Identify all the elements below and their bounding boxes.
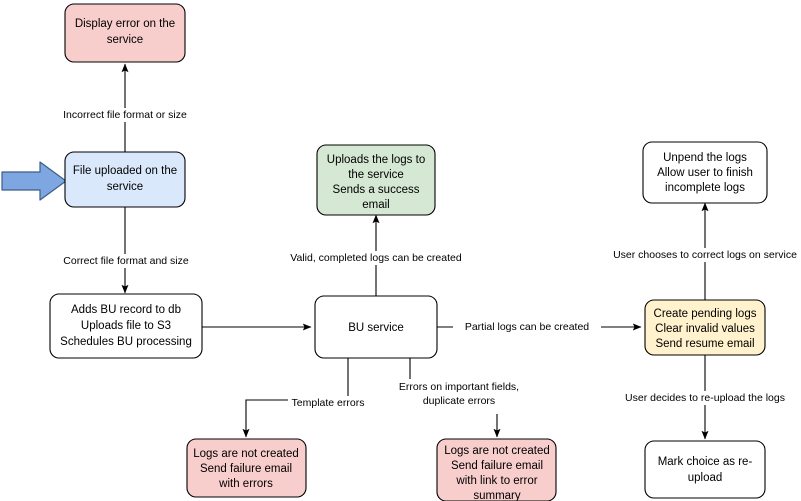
node-logs-not-created-summary-line1: Logs are not created — [444, 445, 550, 457]
node-bu-service[interactable]: BU service — [314, 295, 438, 359]
node-mark-choice-reupload[interactable]: Mark choice as re- upload — [644, 440, 766, 499]
label-bg-errors-fields-1 — [392, 380, 527, 394]
node-logs-not-created-summary-line2: Send failure email — [451, 460, 543, 472]
node-uploads-logs-line1: Uploads the logs to — [327, 154, 425, 166]
node-create-pending-logs-line3: Send resume email — [655, 338, 754, 350]
label-bg-user-corrects — [606, 248, 801, 262]
node-uploads-logs-line2: the service — [348, 169, 404, 181]
label-bg-template-errors — [288, 396, 368, 410]
edge-label-user-reuploads: User decides to re-upload the logs — [625, 392, 785, 404]
label-bg-incorrect-format — [54, 108, 197, 122]
label-bg-partial-logs — [453, 320, 601, 334]
edge-bu-service-to-logs-not-created-summary — [409, 358, 497, 437]
edge-label-correct-format: Correct file format and size — [63, 255, 189, 267]
node-adds-bu-record-line1: Adds BU record to db — [71, 304, 181, 316]
edge-label-errors-important-fields-line1: Errors on important fields, — [399, 381, 519, 393]
label-bg-user-reuploads — [618, 391, 792, 405]
node-logs-not-created-summary[interactable]: Logs are not created Send failure email … — [436, 438, 557, 501]
node-create-pending-logs[interactable]: Create pending logs Clear invalid values… — [644, 299, 766, 356]
node-logs-not-created-errors-line1: Logs are not created — [193, 448, 299, 460]
edge-label-incorrect-format: Incorrect file format or size — [63, 109, 187, 121]
node-adds-bu-record-line3: Schedules BU processing — [60, 336, 192, 348]
node-mark-choice-reupload-line1: Mark choice as re- — [658, 456, 753, 468]
node-logs-not-created-errors-line2: Send failure email — [200, 463, 292, 475]
node-unpend-logs-line1: Unpend the logs — [663, 152, 747, 164]
node-adds-bu-record-line2: Uploads file to S3 — [81, 320, 171, 332]
node-file-uploaded-line2: service — [107, 181, 143, 193]
node-file-uploaded-line1: File uploaded on the — [73, 165, 177, 177]
node-create-pending-logs-line1: Create pending logs — [654, 308, 757, 320]
input-block-arrow — [1, 161, 67, 201]
node-logs-not-created-errors-line3: with errors — [218, 478, 273, 490]
node-logs-not-created-summary-line3: with link to error — [455, 475, 537, 487]
node-logs-not-created-errors[interactable]: Logs are not created Send failure email … — [186, 438, 307, 498]
node-bu-service-label: BU service — [348, 322, 404, 334]
edge-label-errors-important-fields-line2: duplicate errors — [423, 395, 495, 407]
node-mark-choice-reupload-line2: upload — [688, 472, 723, 484]
node-create-pending-logs-line2: Clear invalid values — [655, 323, 755, 335]
node-uploads-logs-line4: email — [362, 199, 389, 211]
label-bg-valid-completed — [283, 251, 469, 265]
edge-label-user-corrects: User chooses to correct logs on service — [613, 249, 797, 261]
node-unpend-logs-line2: Allow user to finish — [657, 167, 753, 179]
node-display-error-line2: service — [107, 34, 143, 46]
edge-label-partial-logs: Partial logs can be created — [465, 321, 589, 333]
edge-label-valid-completed: Valid, completed logs can be created — [290, 252, 462, 264]
node-unpend-logs[interactable]: Unpend the logs Allow user to finish inc… — [642, 141, 768, 204]
label-bg-correct-format — [56, 254, 196, 268]
label-bg-errors-fields-2 — [412, 394, 507, 408]
node-unpend-logs-line3: incomplete logs — [665, 182, 745, 194]
edge-label-template-errors: Template errors — [292, 397, 365, 409]
node-file-uploaded[interactable]: File uploaded on the service — [64, 151, 186, 208]
node-display-error-line1: Display error on the — [75, 18, 175, 30]
node-adds-bu-record[interactable]: Adds BU record to db Uploads file to S3 … — [49, 293, 203, 359]
node-uploads-logs[interactable]: Uploads the logs to the service Sends a … — [316, 144, 436, 216]
node-display-error[interactable]: Display error on the service — [64, 3, 186, 63]
node-uploads-logs-line3: Sends a success — [333, 184, 420, 196]
node-logs-not-created-summary-line4: summary — [473, 490, 521, 501]
